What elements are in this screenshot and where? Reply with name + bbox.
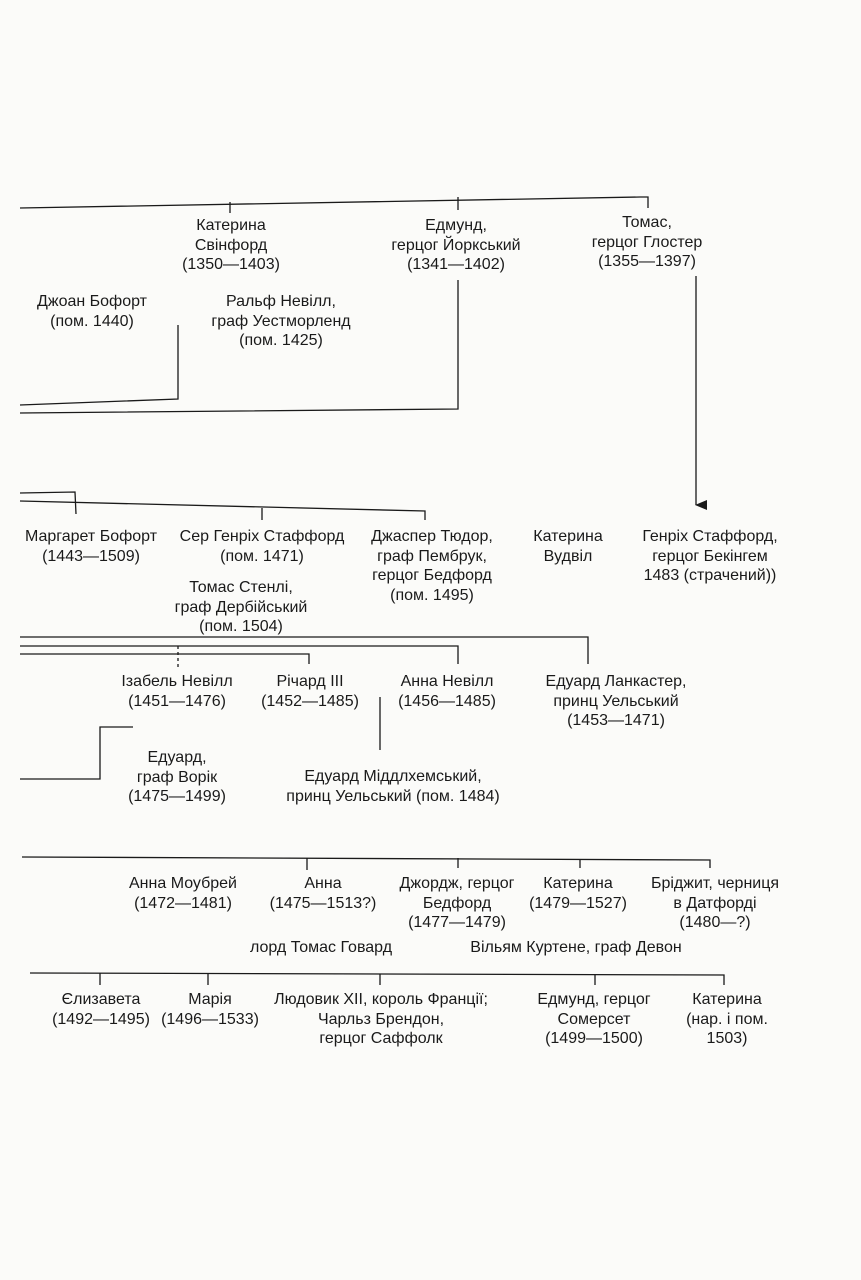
- nevill-line-2: [20, 653, 310, 664]
- person-mariia: Марія (1496—1533): [161, 991, 259, 1028]
- nevill-line-1: [20, 645, 459, 664]
- person-tomas-govard: лорд Томас Говард: [249, 939, 393, 956]
- person-richard-iii: Річард III (1452—1485): [261, 673, 359, 710]
- person-anna-moubrei: Анна Моубрей (1472—1481): [129, 875, 237, 912]
- person-viliam-kurtene: Вільям Куртене, граф Девон: [470, 939, 682, 956]
- bofort-link: [19, 325, 179, 406]
- person-eduard-middlkhemskyi: Едуард Міддлхемський, принц Уельський (п…: [286, 768, 500, 805]
- person-tomas-gloster: Томас, герцог Глостер (1355—1397): [591, 214, 703, 270]
- person-henrikh-stafford-bekingem: Генріх Стаффорд, герцог Бекінгем 1483 (с…: [642, 528, 778, 584]
- top-generation-line: [19, 196, 649, 209]
- person-liudovyk-xii: Людовик XII, король Франції; Чарльз Брен…: [274, 991, 488, 1047]
- grandchildren-line: [29, 972, 725, 985]
- person-anna-nevill: Анна Невілл (1456—1485): [398, 673, 496, 710]
- person-bridzhyt: Бріджит, черниця в Датфорді (1480—?): [650, 875, 780, 931]
- person-edmund-york: Едмунд, герцог Йоркський (1341—1402): [391, 217, 521, 273]
- person-tomas-stenli: Томас Стенлі, граф Дербійський (пом. 150…: [174, 579, 308, 635]
- person-kateryna-1503: Катерина (нар. і пом. 1503): [686, 991, 768, 1047]
- vorik-link: [20, 726, 133, 780]
- lankaster-line: [20, 636, 589, 664]
- margaret-marriages-line: [19, 500, 426, 520]
- person-margaret-bofort: Маргарет Бофорт (1443—1509): [24, 528, 158, 565]
- person-kateryna-vudvil: Катерина Вудвіл: [533, 528, 603, 565]
- person-henrikh-stafford-sir: Сер Генріх Стаффорд (пом. 1471): [179, 528, 345, 565]
- person-eduard-vorik: Едуард, граф Ворік (1475—1499): [128, 749, 226, 805]
- person-eduard-lankaster: Едуард Ланкастер, принц Уельський (1453—…: [545, 673, 687, 729]
- person-kateryna-svinford: Катерина Свінфорд (1350—1403): [182, 217, 280, 273]
- bofort-stub: [19, 491, 77, 515]
- person-dzhoan-bofort: Джоан Бофорт (пом. 1440): [37, 293, 147, 330]
- person-kateryna-1479: Катерина (1479—1527): [529, 875, 627, 912]
- children-line: [21, 856, 711, 868]
- person-dzhordzh: Джордж, герцог Бедфорд (1477—1479): [399, 875, 515, 931]
- person-edmund-somerset: Едмунд, герцог Сомерсет (1499—1500): [537, 991, 651, 1047]
- person-izabel-nevill: Ізабель Невілл (1451—1476): [121, 673, 233, 710]
- person-ralf-nevill: Ральф Невілл, граф Уестморленд (пом. 142…: [211, 293, 351, 349]
- person-yelyzaveta: Єлизавета (1492—1495): [52, 991, 150, 1028]
- person-anna: Анна (1475—1513?): [269, 875, 377, 912]
- york-link: [19, 280, 459, 414]
- person-dzhasper-tiudor: Джаспер Тюдор, граф Пембрук, герцог Бедф…: [371, 528, 493, 604]
